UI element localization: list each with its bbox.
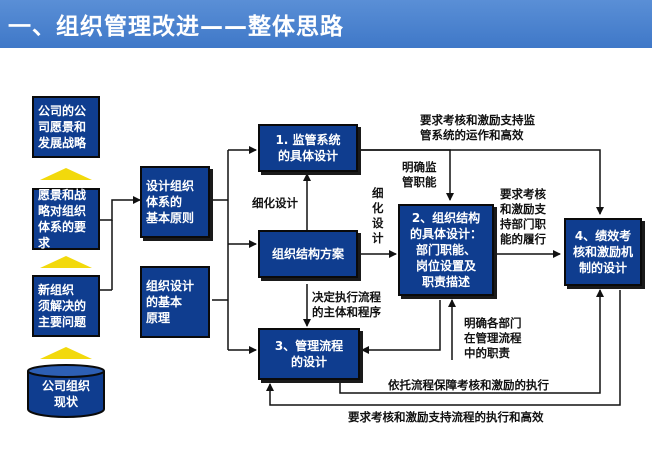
- yellow-arrow-up-1: [40, 168, 92, 180]
- box-vision-strategy: 公司的公 司愿景和 发展战略: [32, 96, 100, 158]
- box-vision-requirements: 愿景和战 略对组织 体系的要求: [32, 188, 100, 250]
- org-status-label: 公司组织 现状: [41, 379, 90, 409]
- label-clarify-department-duties: 明确各部门 在管理流程 中的职责: [464, 316, 522, 360]
- box-new-org-problems: 新组织 须解决的 主要问题: [32, 275, 100, 337]
- label-refine-design-2: 细 化 设 计: [372, 186, 384, 245]
- label-clarify-supervision: 明确监 管职能: [402, 160, 437, 189]
- edge-structure-to-process: [361, 300, 441, 354]
- org-status-cylinder: 公司组织 现状: [26, 363, 106, 419]
- box-performance: 4、绩效考 核和激励机 制的设计: [564, 218, 642, 286]
- box-supervision: 1. 监管系统 的具体设计: [258, 124, 358, 172]
- yellow-arrow-up-3: [40, 347, 92, 359]
- cylinder-shape: [27, 364, 105, 418]
- box-org-structure: 2、组织结构 的具体设计： 部门职能、 岗位设置及 职责描述: [398, 204, 494, 296]
- label-require-support-supervision: 要求考核和激励支持监 管系统的运作和高效: [420, 113, 535, 142]
- label-require-support-department: 要求考核 和激励支 持部门职 能的履行: [500, 187, 546, 246]
- yellow-arrow-up-2: [40, 256, 92, 268]
- edge-requirements-to-principles: [99, 196, 141, 221]
- box-org-plan: 组织结构方案: [258, 230, 358, 278]
- page-title: 一、组织管理改进——整体思路: [8, 14, 344, 40]
- label-refine-design-1: 细化设计: [252, 196, 298, 210]
- label-require-support-process: 要求考核和激励支持流程的执行和高效: [348, 410, 544, 424]
- edge-performance-to-process: [266, 290, 621, 406]
- edge-process-to-performance: [339, 289, 604, 394]
- box-process: 3、管理流程 的设计: [258, 328, 360, 380]
- box-design-principles-base: 组织设计 的基本 原理: [140, 266, 210, 338]
- header-bar: 一、组织管理改进——整体思路: [0, 0, 652, 48]
- edge-supervision-to-performance: [360, 149, 604, 215]
- box-design-principles: 设计组织 体系的 基本原则: [140, 166, 210, 238]
- label-decide-process-subject: 决定执行流程 的主体和程序: [312, 290, 381, 319]
- label-process-ensures-execution: 依托流程保障考核和激励的执行: [388, 378, 549, 392]
